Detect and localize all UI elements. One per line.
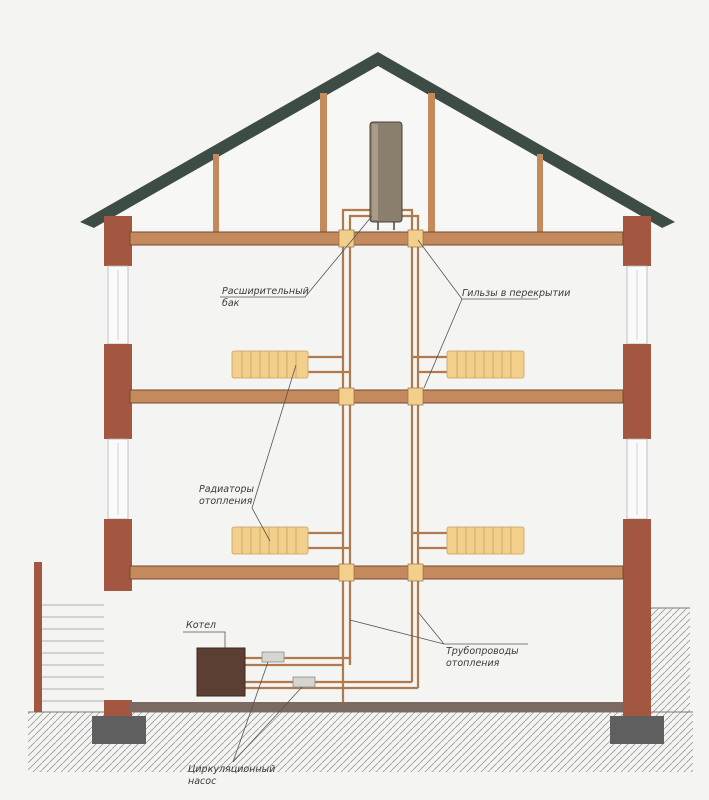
pump-label: Циркуляционный насос	[188, 764, 275, 788]
radiator-lower-right	[446, 526, 525, 555]
label-line: Расширительный	[222, 286, 309, 297]
expansion-tank	[369, 121, 403, 230]
boiler-label: Котел	[186, 620, 216, 632]
circulation-pump	[292, 676, 316, 688]
sleeves-label: Гильзы в перекрытии	[462, 288, 570, 300]
foundations	[92, 716, 664, 744]
radiator-upper-right	[446, 350, 525, 379]
label-line: Котел	[186, 620, 217, 631]
pipelines-label: Трубопроводы отопления	[446, 646, 519, 670]
ground	[28, 607, 693, 772]
floor-slabs	[129, 231, 624, 712]
label-line: бак	[222, 298, 240, 309]
label-line: насос	[188, 776, 217, 787]
porch-steps	[34, 562, 104, 712]
boiler	[196, 647, 246, 697]
left-wall	[104, 216, 132, 716]
pipe-fitting	[261, 651, 285, 663]
leader-lines	[183, 215, 538, 763]
label-line: отопления	[199, 496, 253, 507]
heating-pipes	[245, 208, 447, 702]
right-wall	[623, 216, 651, 716]
radiators-label: Радиаторы отопления	[199, 484, 254, 508]
label-line: Трубопроводы	[446, 646, 519, 657]
label-line: Радиаторы	[199, 484, 254, 495]
label-line: отопления	[446, 658, 500, 669]
radiator-upper-left	[231, 350, 309, 379]
expansion-tank-label: Расширительный бак	[222, 286, 309, 310]
label-line: Гильзы в перекрытии	[462, 288, 571, 299]
pipe-sleeves	[338, 229, 424, 582]
label-line: Циркуляционный	[188, 764, 276, 775]
